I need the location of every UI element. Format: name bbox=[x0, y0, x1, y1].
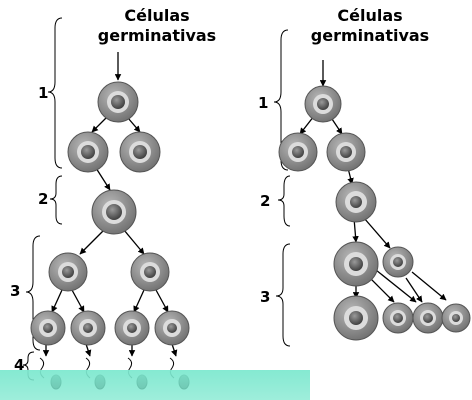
right-stage-2: 2 bbox=[260, 192, 271, 210]
left-cell-primary-spermatocyte bbox=[91, 189, 137, 235]
left-cell-stage1-b bbox=[119, 131, 161, 173]
left-cell-spermatid-2 bbox=[70, 310, 106, 346]
overlay-bar bbox=[0, 370, 310, 400]
right-title-line1: Células bbox=[337, 6, 403, 25]
left-stage-4: 4 bbox=[14, 356, 25, 374]
right-cell-polar-body-4 bbox=[441, 303, 471, 333]
right-cell-secondary-oocyte bbox=[333, 241, 379, 287]
left-stage-2: 2 bbox=[38, 190, 49, 208]
left-stage-1: 1 bbox=[38, 84, 49, 102]
left-cell-spermatid-3 bbox=[114, 310, 150, 346]
right-cell-polar-body-2 bbox=[382, 302, 414, 334]
left-cell-stage1-a bbox=[67, 131, 109, 173]
left-stage-3: 3 bbox=[10, 282, 21, 300]
left-brace-2 bbox=[49, 175, 63, 225]
left-cell-secondary-a bbox=[48, 252, 88, 292]
right-cell-ovum bbox=[333, 295, 379, 341]
left-brace-3 bbox=[25, 235, 41, 351]
right-cell-stage1-a bbox=[278, 132, 318, 172]
left-title-line2: germinativas bbox=[97, 26, 217, 45]
right-cell-stage1-b bbox=[326, 132, 366, 172]
right-stage-1: 1 bbox=[258, 94, 269, 112]
right-cell-oogonium bbox=[304, 85, 342, 123]
right-title: Células germinativas bbox=[290, 6, 450, 46]
right-brace-2 bbox=[277, 175, 291, 227]
left-brace-1 bbox=[47, 17, 63, 169]
right-stage-3: 3 bbox=[260, 288, 271, 306]
right-brace-3 bbox=[275, 243, 291, 347]
right-cell-primary-oocyte bbox=[335, 181, 377, 223]
left-title: Células germinativas bbox=[92, 6, 222, 46]
left-title-line1: Células bbox=[124, 6, 190, 25]
left-arrows bbox=[42, 52, 178, 357]
right-cell-polar-body-3 bbox=[412, 302, 444, 334]
right-title-line2: germinativas bbox=[310, 26, 430, 45]
left-cell-spermatogonium bbox=[97, 81, 139, 123]
right-brace-1 bbox=[273, 29, 289, 171]
left-cell-secondary-b bbox=[130, 252, 170, 292]
right-cell-polar-body-1 bbox=[382, 246, 414, 278]
left-cell-spermatid-4 bbox=[154, 310, 190, 346]
left-cell-spermatid-1 bbox=[30, 310, 66, 346]
